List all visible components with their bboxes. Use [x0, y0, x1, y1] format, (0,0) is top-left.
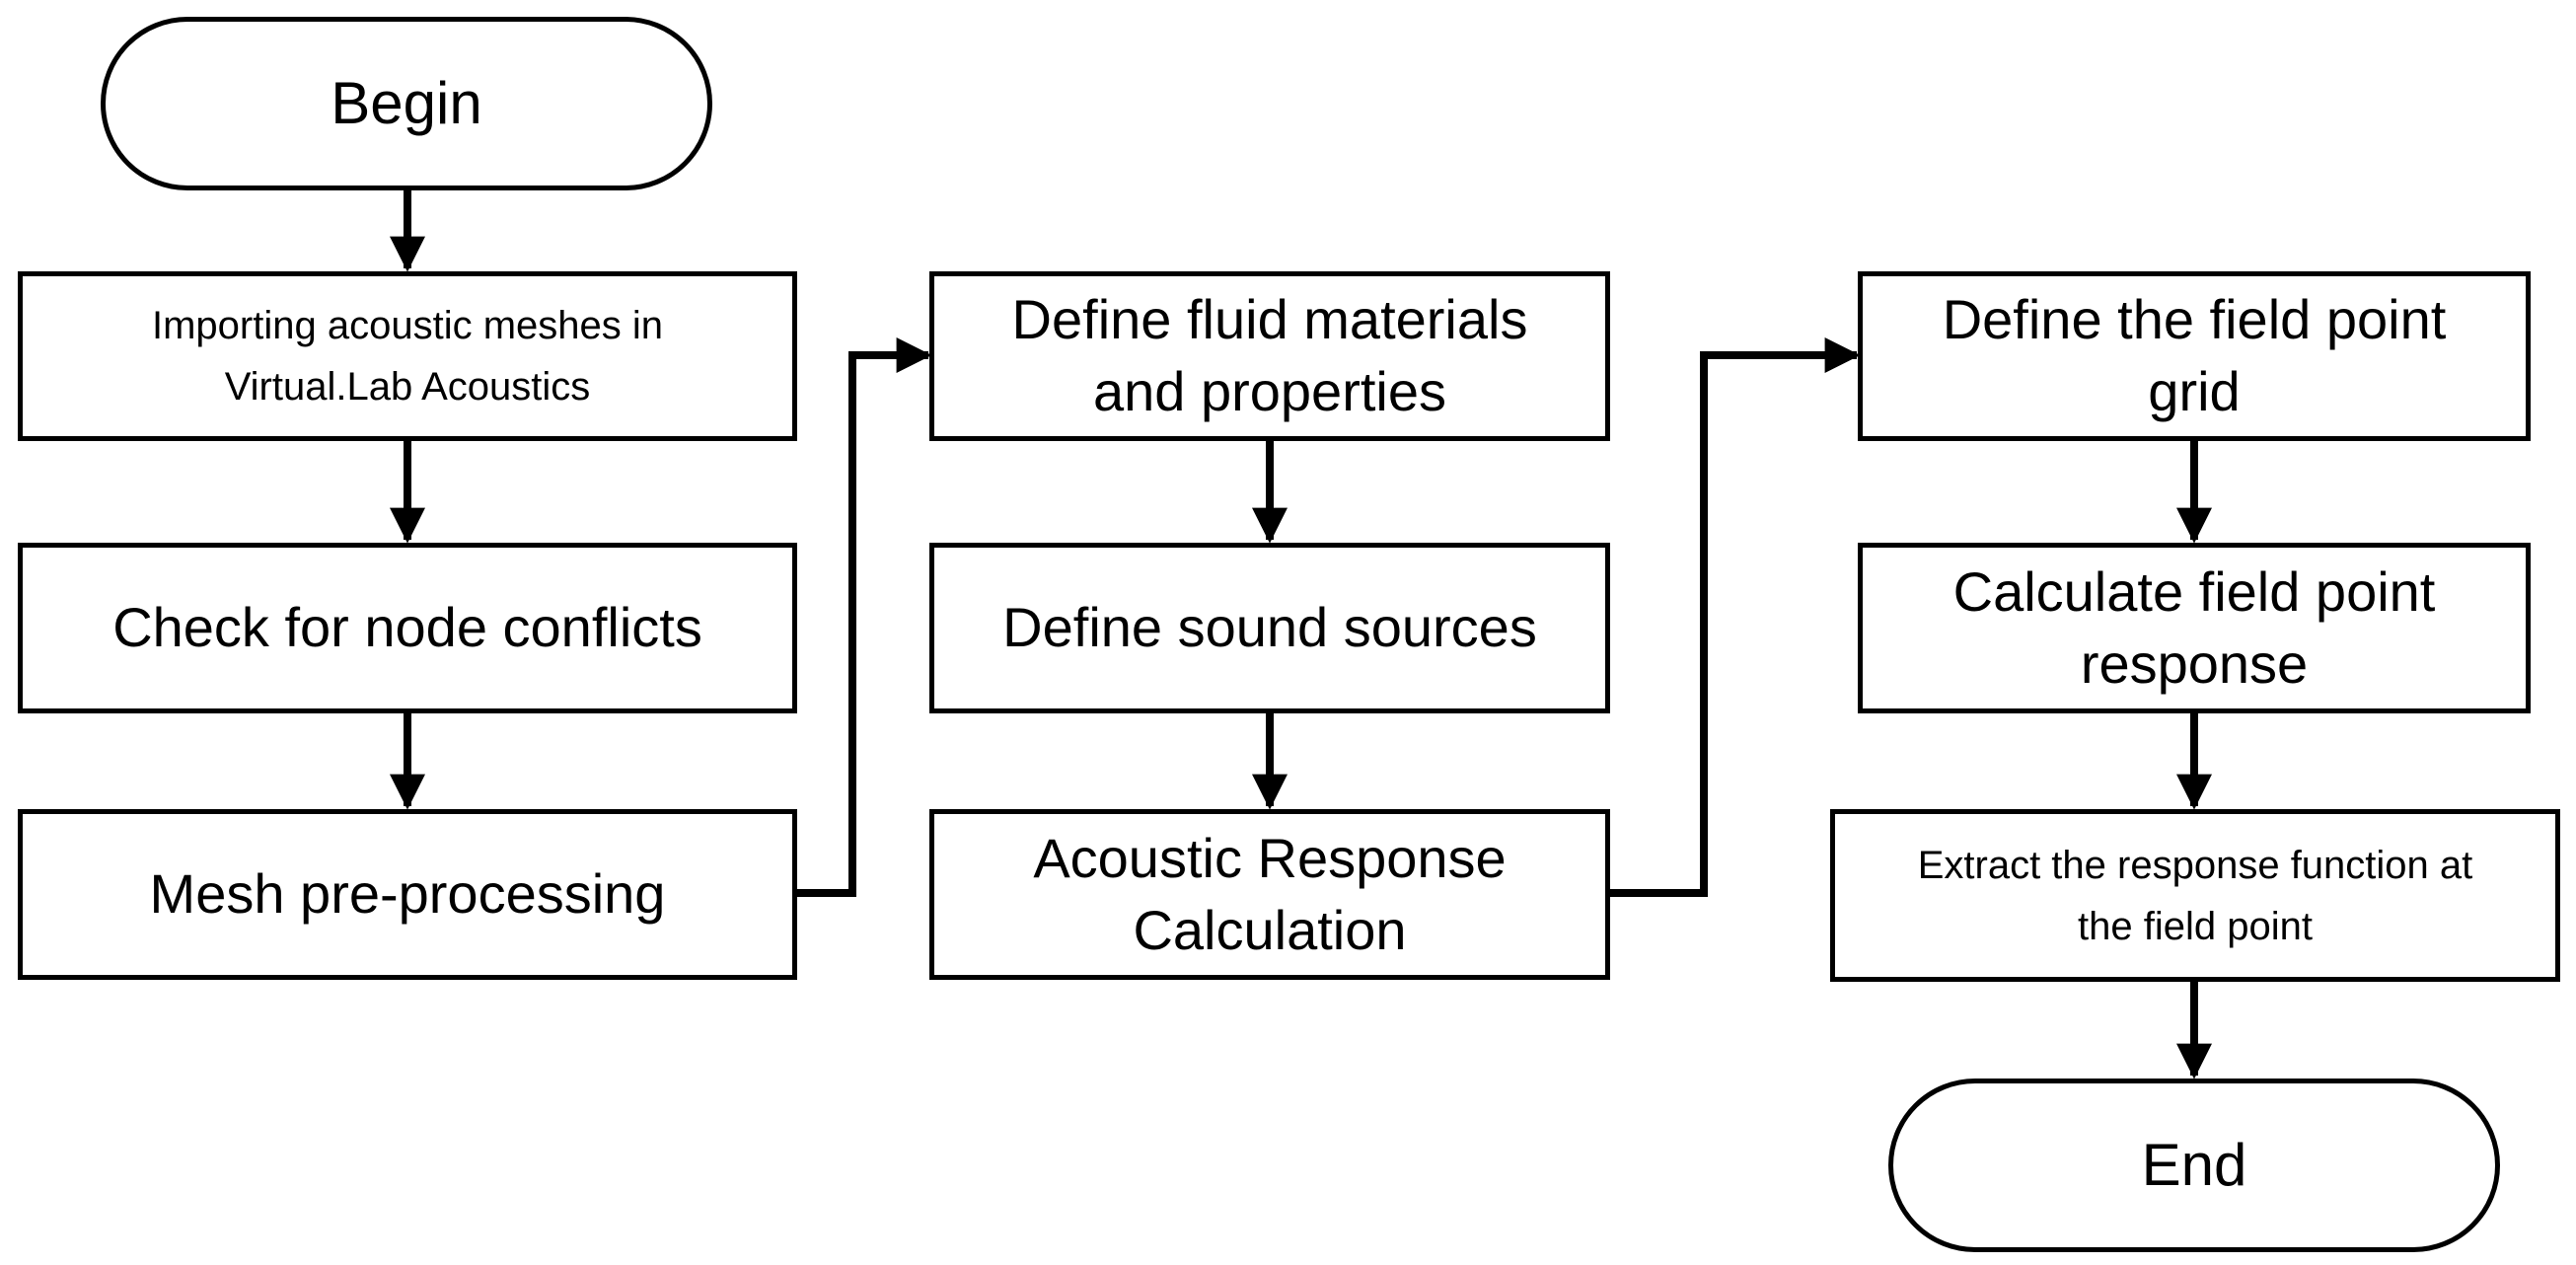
step-extract-response-function: Extract the response function at the fie…	[1830, 809, 2560, 982]
step-calculate-field-point-response-label: Calculate field point response	[1952, 559, 2436, 695]
step-extract-response-function-label: Extract the response function at the fie…	[1917, 843, 2473, 948]
end-terminal: End	[1888, 1079, 2500, 1252]
step-define-sound-sources-label: Define sound sources	[1002, 596, 1537, 659]
arrow-mesh-to-fluid	[796, 337, 932, 897]
step-define-sound-sources: Define sound sources	[929, 543, 1610, 713]
step-import-meshes: Importing acoustic meshes in Virtual.Lab…	[18, 271, 797, 441]
step-calculate-field-point-response: Calculate field point response	[1858, 543, 2531, 713]
step-acoustic-response-calculation-label: Acoustic Response Calculation	[1033, 826, 1507, 961]
step-acoustic-response-calculation: Acoustic Response Calculation	[929, 809, 1610, 980]
begin-label: Begin	[331, 70, 482, 136]
step-check-node-conflicts-label: Check for node conflicts	[112, 596, 702, 659]
end-label: End	[2141, 1132, 2247, 1198]
step-define-field-point-grid-label: Define the field point grid	[1942, 288, 2447, 422]
step-mesh-preprocessing-label: Mesh pre-processing	[149, 862, 666, 926]
begin-terminal: Begin	[101, 17, 712, 190]
step-define-fluid-materials-label: Define fluid materials and properties	[1011, 288, 1528, 422]
step-check-node-conflicts: Check for node conflicts	[18, 543, 797, 713]
step-import-meshes-label: Importing acoustic meshes in Virtual.Lab…	[151, 304, 663, 409]
step-define-field-point-grid: Define the field point grid	[1858, 271, 2531, 441]
step-define-fluid-materials: Define fluid materials and properties	[929, 271, 1610, 441]
arrow-acoustic-to-grid	[1610, 337, 1861, 897]
step-mesh-preprocessing: Mesh pre-processing	[18, 809, 797, 980]
